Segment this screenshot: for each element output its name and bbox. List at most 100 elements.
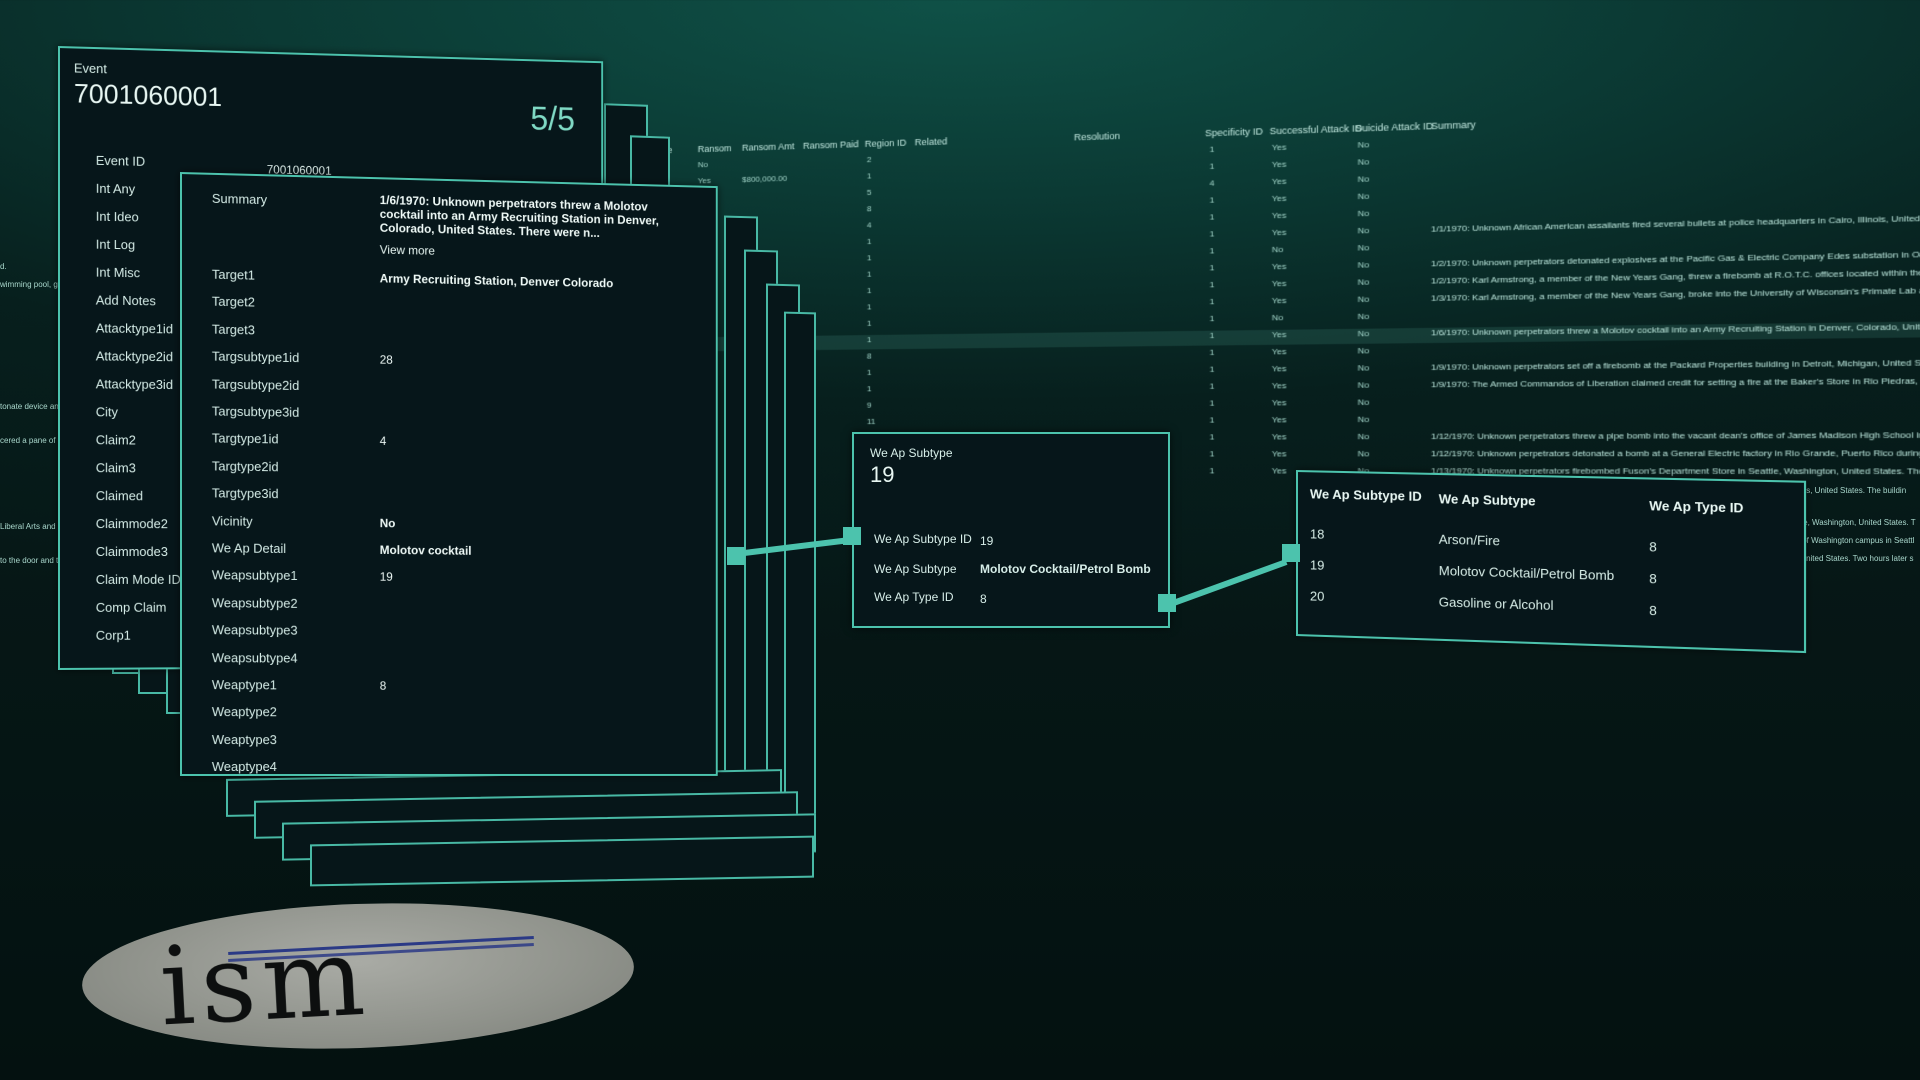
left-text-fragment: wimming pool, g [0,280,58,289]
lookup-cell[interactable]: 20 [1309,588,1325,604]
right-text-fragment: Illinois, United States. The buildin [1788,486,1907,495]
table-cell: 1 [1209,246,1215,256]
detail-field-label: Weapsubtype4 [211,649,298,666]
table-cell: 1 [866,384,872,394]
table-cell: No [1357,191,1370,202]
col-header[interactable]: Resolution [1074,130,1121,143]
detail-field-label: Weapsubtype2 [211,595,298,611]
event-field-label: Claimed [95,488,143,504]
col-header[interactable]: Related [914,136,948,148]
table-cell: 1 [1209,381,1215,391]
table-cell: Yes [1271,227,1287,238]
col-header[interactable]: Successful Attack ID [1269,122,1363,137]
event-field-label: Attacktype3id [95,376,173,393]
table-cell: 1 [1209,398,1215,408]
left-text-fragment: cered a pane of gl [0,436,65,445]
col-header[interactable]: Region ID [864,137,907,150]
table-cell: No [1357,277,1370,288]
table-cell: 1 [866,302,872,312]
table-cell: 1 [1209,313,1215,324]
connector-node[interactable] [1282,544,1300,562]
table-cell: 4 [1209,178,1215,189]
table-cell: 1/12/1970: Unknown perpetrators threw a … [1430,429,1920,442]
table-cell: Yes [1271,329,1287,340]
table-cell: 1 [866,367,872,378]
detail-field-label: Targtype1id [211,430,279,447]
table-cell: Yes [1271,431,1287,442]
subtype-id-value: 19 [980,534,994,548]
table-cell: 1 [1209,347,1215,358]
connector-node[interactable] [843,527,861,545]
left-text-fragment: Liberal Arts and G [0,522,65,531]
table-cell: No [1357,414,1370,425]
table-cell: No [1357,363,1370,373]
lookup-cell[interactable]: Molotov Cocktail/Petrol Bomb [1438,562,1615,584]
table-cell: Yes [1271,159,1287,170]
col-header[interactable]: We Ap Type ID [1649,497,1744,516]
detail-field-value: No [379,515,396,530]
event-field-label: Attacktype2id [95,348,173,365]
event-field-label: Claimmode3 [95,544,168,559]
left-text-fragment: tonate device and [0,402,64,411]
table-cell: No [1271,312,1284,323]
stacked-card [310,835,814,887]
weapon-subtype-card[interactable]: We Ap Subtype 19 We Ap Subtype ID 19 We … [852,432,1170,628]
detail-field-label: Weaptype3 [211,731,277,747]
table-cell: 4 [866,220,872,230]
subtype-name-value: Molotov Cocktail/Petrol Bomb [980,562,1151,576]
detail-field-label: Weapsubtype1 [211,567,298,584]
subtype-id-label: We Ap Subtype ID [874,532,972,546]
lookup-cell[interactable]: 8 [1649,602,1657,619]
lookup-cell[interactable]: 8 [1649,570,1657,587]
table-cell: 1 [866,253,872,263]
table-cell: 1 [1209,330,1215,341]
lookup-cell[interactable]: 19 [1309,557,1325,573]
table-cell: Yes [1271,295,1287,306]
connector-node[interactable] [727,547,745,565]
table-cell: 5 [866,187,872,198]
lookup-cell[interactable]: 8 [1649,539,1657,555]
col-header[interactable]: Ransom [697,143,732,155]
table-cell: Yes [1271,414,1287,425]
col-header[interactable]: Summary [1430,119,1476,132]
col-header[interactable]: Ransom Amt [742,141,795,153]
event-field-label: Claimmode2 [95,516,168,532]
event-field-label: Claim2 [95,432,136,448]
event-field-label: Int Log [95,236,136,253]
table-cell: No [1357,156,1370,167]
connector-node[interactable] [1158,594,1176,612]
type-id-label: We Ap Type ID [874,590,954,604]
weapon-subtype-lookup-table[interactable]: We Ap Subtype ID We Ap Subtype We Ap Typ… [1296,470,1807,654]
table-cell: No [1357,208,1370,219]
right-text-fragment: sity of Washington campus in Seattl [1788,536,1915,545]
view-more-link[interactable]: View more [379,242,435,258]
col-header[interactable]: Ransom Paid [803,138,859,151]
table-cell: No [1357,311,1370,322]
col-header[interactable]: We Ap Subtype [1438,491,1536,509]
event-field-label: Add Notes [95,292,156,309]
table-cell: 1 [866,335,872,345]
table-cell: Yes [1271,449,1287,459]
table-cell: No [1357,139,1370,150]
event-detail-card[interactable]: Summary 1/6/1970: Unknown perpetrators t… [180,172,718,776]
detail-field-label: Targsubtype2id [211,376,300,393]
lookup-cell[interactable]: 18 [1309,526,1325,542]
right-text-fragment: eattle, Washington, United States. T [1788,518,1916,527]
detail-field-value: 4 [379,434,387,449]
lookup-cell[interactable]: Arson/Fire [1438,531,1500,549]
table-cell: Yes [1271,176,1287,187]
table-cell: 1 [866,285,872,296]
event-field-label: Int Misc [95,264,141,281]
event-field-label: Int Any [95,180,136,197]
lookup-cell[interactable]: Gasoline or Alcohol [1438,594,1554,614]
col-header[interactable]: We Ap Subtype ID [1309,486,1422,504]
table-cell: 1 [1209,195,1215,205]
col-header[interactable]: Suicide Attack ID [1355,120,1434,134]
detail-field-value: Army Recruiting Station, Denver Colorado [379,271,614,291]
table-cell: 2 [866,154,872,165]
table-cell: 1 [1209,415,1215,425]
table-cell: No [697,159,709,170]
col-header[interactable]: Specificity ID [1205,126,1263,139]
